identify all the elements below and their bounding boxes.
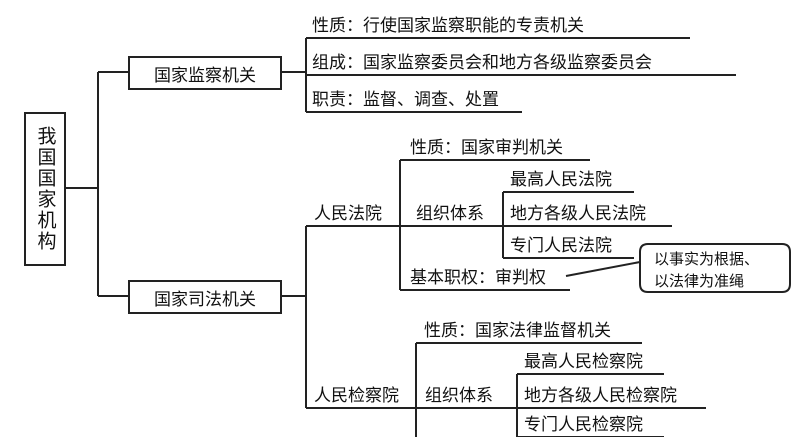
root-label: 我国国家机构 [34,126,57,252]
judicial-label: 国家司法机关 [154,289,256,310]
procuratorate-nature: 性质：国家法律监督机关 [424,321,611,341]
supervision-label: 国家监察机关 [154,65,256,86]
procuratorate-org-item: 地方各级人民检察院 [524,386,677,406]
court-org-item: 地方各级人民法院 [510,204,646,224]
court-org-label: 组织体系 [416,204,484,224]
supervision-composition: 组成：国家监察委员会和地方各级监察委员会 [312,53,652,73]
court-org-item: 专门人民法院 [510,236,612,256]
root-node: 我国国家机构 [24,112,66,266]
callout-line: 以法律为准绳 [654,272,745,290]
callout-line: 以事实为根据、 [654,250,760,268]
procuratorate-label: 人民检察院 [314,386,399,406]
court-org-item: 最高人民法院 [510,170,612,190]
supervision-nature: 性质：行使国家监察职能的专责机关 [312,16,584,36]
court-power: 基本职权：审判权 [410,268,546,288]
court-label: 人民法院 [314,204,382,224]
supervision-node: 国家监察机关 [128,56,282,90]
procuratorate-org-item: 最高人民检察院 [524,352,643,372]
procuratorate-org-item: 专门人民检察院 [524,415,643,435]
supervision-duties: 职责：监督、调查、处置 [312,90,499,110]
judicial-node: 国家司法机关 [128,280,282,314]
procuratorate-org-label: 组织体系 [425,386,493,406]
court-nature: 性质：国家审判机关 [410,138,563,158]
court-callout: 以事实为根据、 以法律为准绳 [648,245,765,295]
